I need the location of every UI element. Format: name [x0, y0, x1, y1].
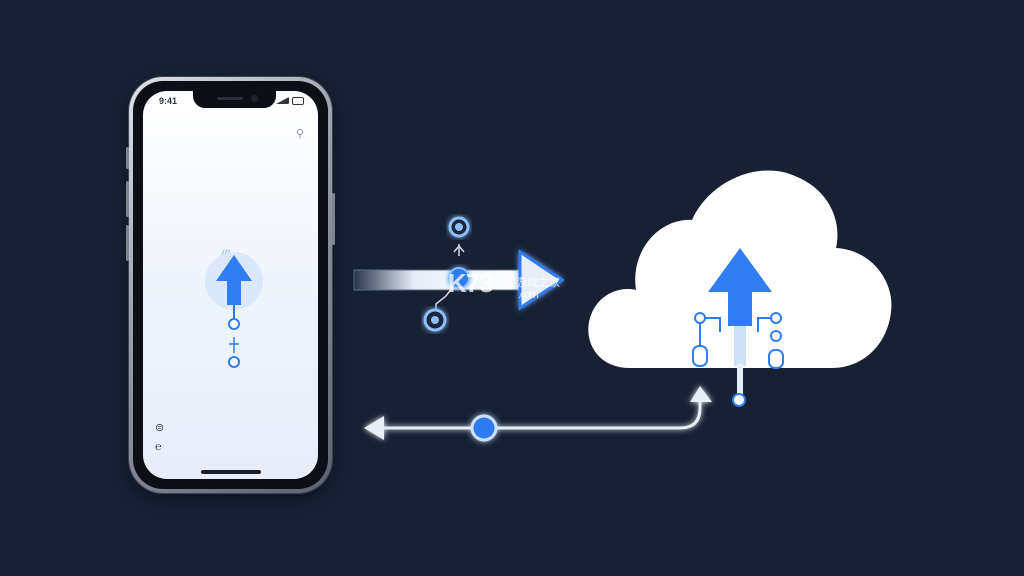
mute-switch — [126, 147, 129, 169]
watermark-logo: K73 — [448, 268, 494, 298]
battery-icon — [292, 97, 304, 105]
phone-notch — [193, 91, 276, 108]
k73-watermark: K73 游戏之家 .com — [448, 268, 560, 301]
status-time: 9:41 — [159, 96, 178, 106]
node-dot — [228, 318, 240, 330]
phone-bezel: 9:41 ⚲ /// ⊜ — [133, 81, 328, 489]
speaker-grill — [217, 97, 243, 100]
volume-up-button — [126, 181, 129, 217]
smartphone: 9:41 ⚲ /// ⊜ — [126, 77, 335, 493]
front-camera — [251, 95, 258, 102]
arrow-up-icon[interactable] — [708, 248, 772, 326]
transfer-nodes — [423, 216, 470, 332]
node-dot — [228, 356, 240, 368]
arrow-left-icon — [364, 386, 712, 442]
power-button — [332, 193, 335, 245]
home-indicator — [200, 470, 261, 474]
settings-icon: ℮ — [155, 441, 162, 453]
phone-screen: 9:41 ⚲ /// ⊜ — [143, 91, 318, 479]
watermark-domain: .com — [518, 289, 539, 301]
upload-graphic: /// — [205, 249, 263, 368]
arrow-up-icon[interactable] — [216, 255, 252, 305]
message-icon: ⊜ — [155, 422, 165, 434]
arrow-right-icon — [353, 249, 565, 311]
signal-icon — [276, 97, 289, 104]
status-indicators — [276, 97, 304, 105]
cloud-icon — [588, 170, 892, 407]
watermark-site: 游戏之家 — [516, 277, 560, 289]
microphone-icon: ⚲ — [295, 128, 304, 140]
volume-down-button — [126, 225, 129, 261]
